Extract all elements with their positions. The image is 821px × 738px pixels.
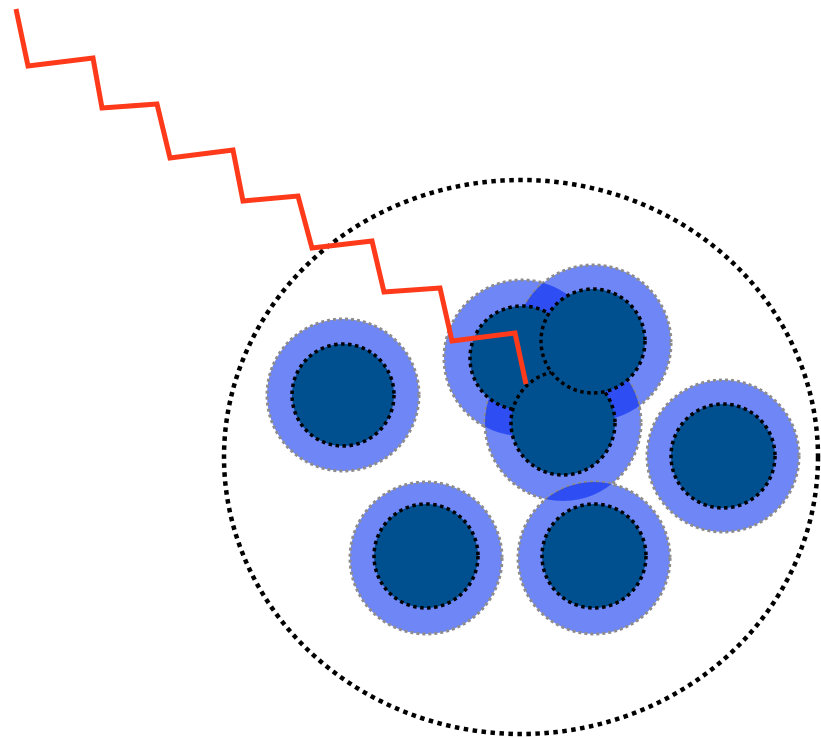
container-boundary bbox=[221, 177, 821, 737]
particle-core bbox=[539, 287, 647, 395]
particle-core bbox=[290, 342, 396, 448]
particle-core-group bbox=[290, 287, 777, 610]
particle-core bbox=[540, 502, 648, 610]
particle-core bbox=[372, 502, 480, 610]
particle-core bbox=[669, 402, 777, 510]
incoming-ray bbox=[13, 8, 529, 385]
particle-core bbox=[509, 369, 617, 477]
